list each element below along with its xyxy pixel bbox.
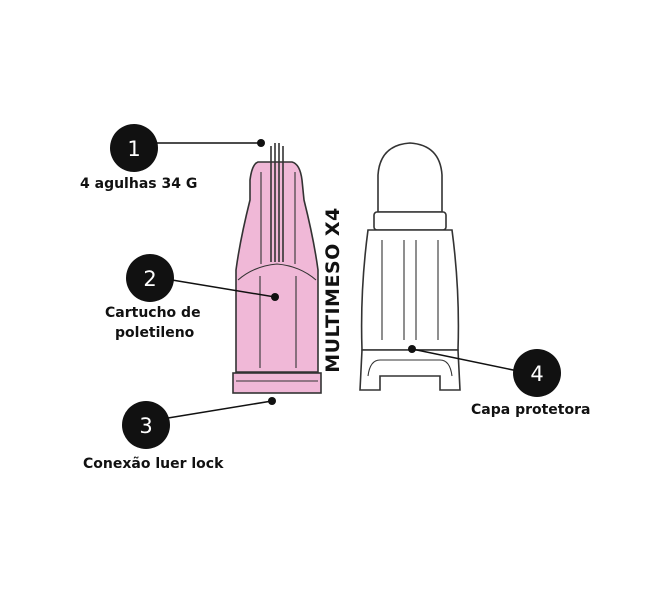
protective-cap bbox=[359, 142, 461, 391]
badge-2: 2 bbox=[126, 254, 174, 302]
cap-collar bbox=[373, 211, 447, 231]
badge-4-number: 4 bbox=[530, 362, 543, 386]
badge-4: 4 bbox=[513, 349, 561, 397]
cartridge-shoulder bbox=[237, 263, 317, 281]
callout-1-label: 4 agulhas 34 G bbox=[80, 176, 198, 192]
cap-foot-inner bbox=[367, 359, 453, 377]
cartridge bbox=[232, 161, 322, 394]
cartridge-body bbox=[235, 161, 319, 373]
leader-dot-3 bbox=[268, 397, 276, 405]
badge-3-circle bbox=[122, 401, 170, 449]
cartridge-base bbox=[232, 372, 322, 394]
callout-2-label: Cartucho de poletileno bbox=[105, 303, 201, 344]
badge-1-number: 1 bbox=[127, 137, 140, 161]
leader-dots bbox=[257, 139, 416, 405]
badge-1-circle bbox=[110, 124, 158, 172]
cap-tip bbox=[377, 142, 443, 213]
leader-dot-4 bbox=[408, 345, 416, 353]
badge-4-circle bbox=[513, 349, 561, 397]
leader-dot-2 bbox=[271, 293, 279, 301]
leader-4 bbox=[411, 348, 519, 372]
cap-body bbox=[360, 229, 460, 351]
badge-2-number: 2 bbox=[143, 267, 156, 291]
badge-2-circle bbox=[126, 254, 174, 302]
leader-2 bbox=[171, 279, 276, 298]
leader-3 bbox=[167, 400, 273, 419]
needles bbox=[270, 143, 284, 262]
callout-3-label: Conexão luer lock bbox=[83, 456, 224, 472]
callout-2-label-line1: Cartucho de bbox=[105, 305, 201, 321]
callout-2-label-line2: poletileno bbox=[115, 325, 195, 342]
cap-ribs bbox=[367, 240, 453, 377]
callout-4-label: Capa protetora bbox=[471, 402, 591, 418]
leader-lines bbox=[157, 142, 519, 419]
badge-1: 1 bbox=[110, 124, 158, 172]
badge-3: 3 bbox=[122, 401, 170, 449]
product-vertical-label: MULTIMESO X4 bbox=[322, 207, 344, 373]
badge-3-number: 3 bbox=[139, 414, 152, 438]
leader-dot-1 bbox=[257, 139, 265, 147]
